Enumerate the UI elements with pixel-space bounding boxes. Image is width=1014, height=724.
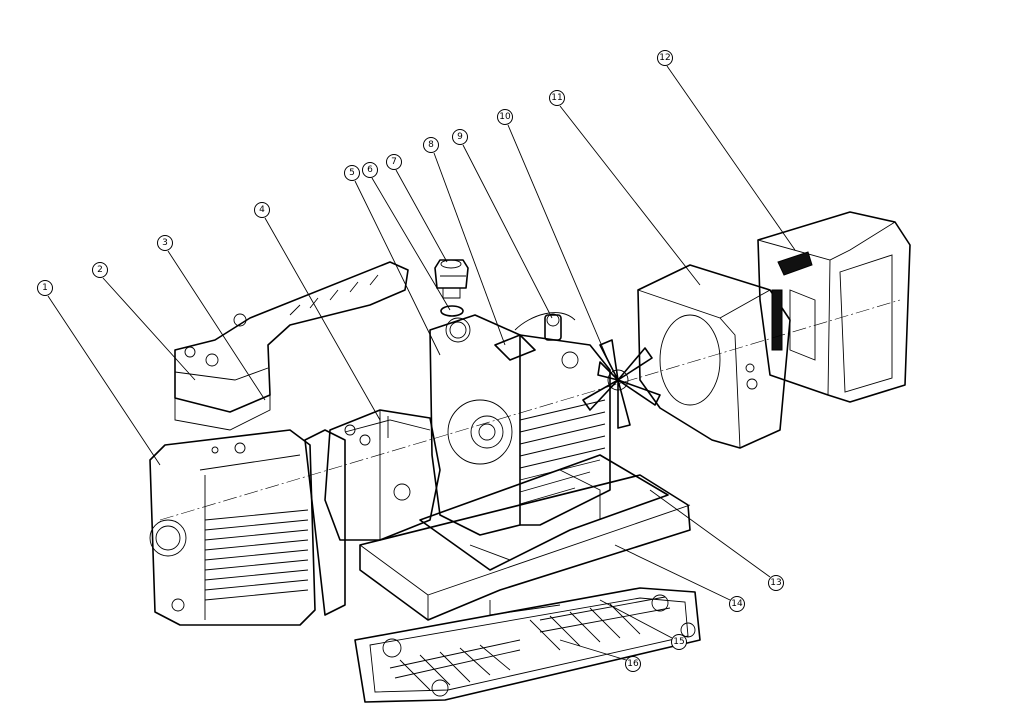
leader-line-15: [599, 599, 673, 639]
callout-label: 13: [770, 578, 781, 588]
callout-label: 16: [627, 659, 639, 669]
callout-2: 2: [92, 262, 108, 278]
callout-9: 9: [452, 129, 468, 145]
callout-5: 5: [344, 165, 360, 181]
callout-label: 15: [673, 637, 684, 647]
callout-label: 12: [659, 53, 670, 63]
callout-label: 10: [499, 112, 511, 122]
leader-line-12: [666, 65, 796, 251]
part-fan-shroud: [637, 264, 791, 449]
leader-line-7: [395, 169, 448, 263]
part-base-plate: [354, 587, 701, 703]
callout-4: 4: [254, 202, 270, 218]
callout-3: 3: [157, 235, 173, 251]
callout-7: 7: [386, 154, 402, 170]
leader-line-16: [559, 639, 627, 661]
callout-label: 6: [367, 165, 373, 175]
leader-line-2: [102, 277, 196, 381]
part-fan: [582, 339, 661, 429]
callout-16: 16: [625, 656, 641, 672]
callout-1: 1: [37, 280, 53, 296]
leader-line-10: [507, 124, 611, 366]
callout-label: 1: [42, 283, 48, 293]
callout-label: 5: [349, 168, 355, 178]
leader-line-4: [264, 217, 381, 421]
callout-12: 12: [657, 50, 673, 66]
callout-label: 9: [457, 132, 463, 142]
part-base: [359, 474, 691, 621]
callout-10: 10: [497, 109, 513, 125]
callout-15: 15: [671, 634, 687, 650]
part-pump-body: [429, 312, 611, 536]
callout-6: 6: [362, 162, 378, 178]
leader-line-13: [649, 489, 771, 578]
callout-14: 14: [729, 596, 745, 612]
part-battery: [757, 211, 911, 403]
leader-line-9: [462, 144, 553, 319]
callout-13: 13: [768, 575, 784, 591]
leader-line-5: [354, 180, 441, 356]
leader-line-11: [559, 105, 701, 286]
centerline: [159, 299, 901, 521]
part-pump-block: [324, 409, 441, 541]
part-o-ring: [440, 305, 464, 317]
leader-line-3: [167, 250, 266, 401]
leader-lines: [47, 65, 796, 661]
callout-label: 7: [391, 157, 397, 167]
part-motor-housing: [149, 429, 346, 626]
callout-label: 3: [162, 238, 168, 248]
callout-label: 4: [259, 205, 265, 215]
leader-line-1: [47, 295, 161, 466]
part-handle: [174, 261, 409, 431]
callout-11: 11: [549, 90, 565, 106]
leader-line-14: [614, 544, 731, 601]
callout-label: 2: [97, 265, 103, 275]
leader-line-8: [433, 152, 506, 346]
callout-label: 8: [428, 140, 434, 150]
callout-label: 14: [731, 599, 743, 609]
leader-line-6: [371, 177, 451, 311]
callout-label: 11: [551, 93, 562, 103]
callout-8: 8: [423, 137, 439, 153]
